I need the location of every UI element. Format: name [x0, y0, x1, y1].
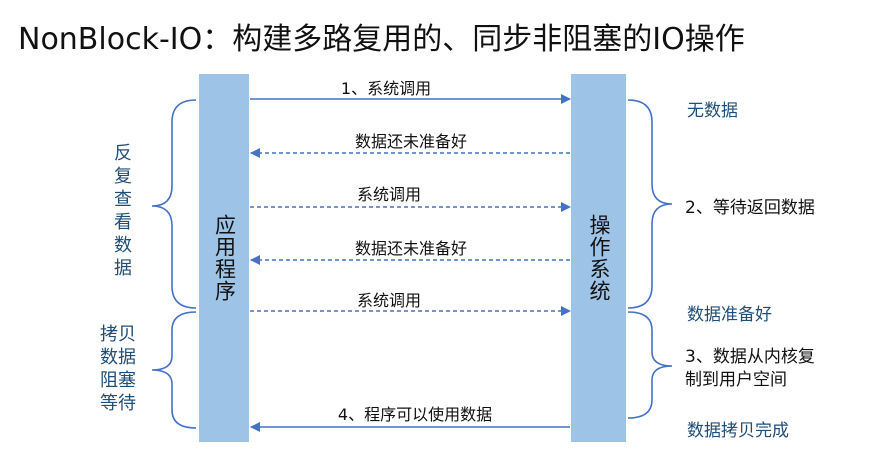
right-brace-wait [627, 99, 673, 309]
message-syscall-3: 系统调用 [356, 291, 422, 310]
page-title: NonBlock-IO：构建多路复用的、同步非阻塞的IO操作 [18, 22, 745, 57]
message-not-ready-2: 数据还未准备好 [354, 239, 468, 258]
label-data-ready: 数据准备好 [687, 305, 772, 325]
label-copy-done: 数据拷贝完成 [687, 421, 789, 441]
message-syscall-2: 系统调用 [356, 185, 422, 204]
label-poll-data: 反 复 查 看 数 据 [114, 143, 132, 279]
message-use-data: 4、程序可以使用数据 [337, 405, 493, 424]
message-not-ready-1: 数据还未准备好 [354, 132, 468, 151]
label-no-data: 无数据 [687, 101, 738, 121]
label-wait-return: 2、等待返回数据 [685, 198, 815, 218]
message-syscall-1: 1、系统调用 [340, 79, 432, 98]
os-bar: 操作系统 [571, 74, 626, 442]
label-copy-wait: 拷贝 数据 阻塞 等待 [100, 324, 136, 414]
left-brace-copy-wait [151, 311, 197, 429]
os-bar-label: 操作系统 [587, 214, 611, 302]
application-bar-label: 应用程序 [212, 214, 237, 302]
label-copy-to-user: 3、数据从内核复 制到用户空间 [685, 347, 815, 390]
left-brace-poll [151, 99, 197, 309]
right-brace-copy [627, 311, 673, 419]
application-bar: 应用程序 [199, 74, 249, 442]
